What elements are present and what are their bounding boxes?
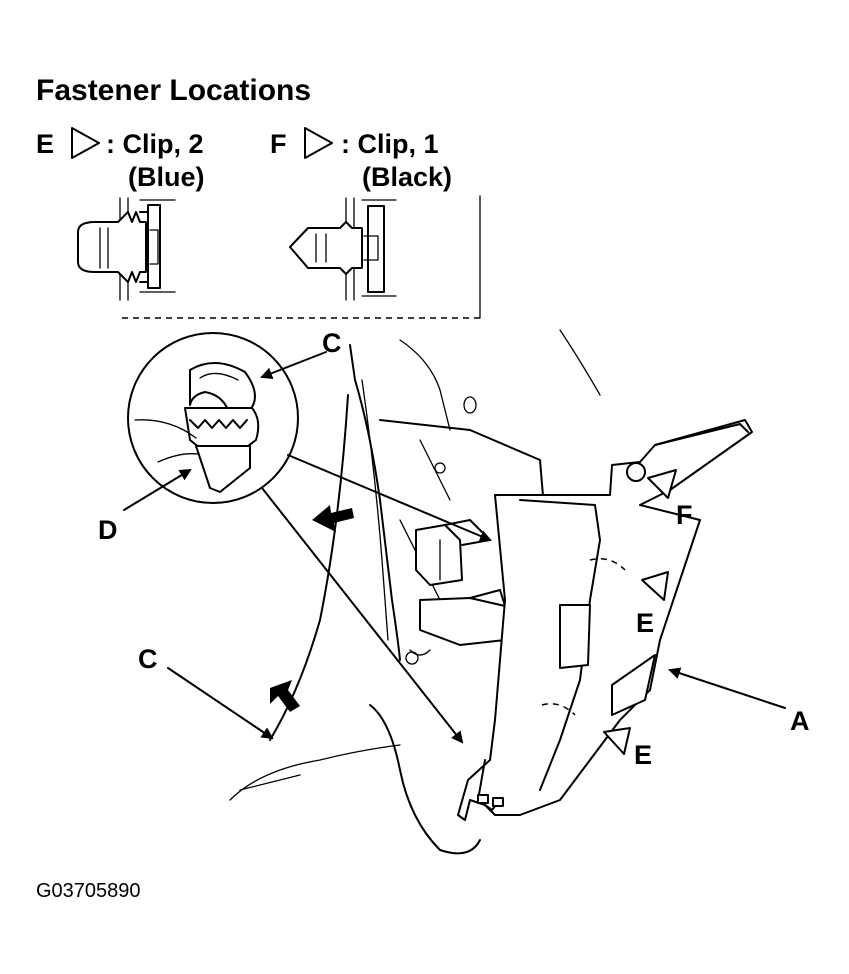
callout-f: F bbox=[676, 500, 693, 530]
diagram-title: Fastener Locations bbox=[36, 74, 311, 107]
clip-e-marker-lower-icon bbox=[603, 727, 631, 755]
direction-arrow-left bbox=[312, 505, 354, 532]
legend-e-triangle-icon bbox=[71, 127, 100, 159]
legend-e-color: (Blue) bbox=[128, 162, 205, 192]
clip-e-illustration bbox=[77, 197, 176, 301]
clip-f-marker-icon bbox=[647, 469, 677, 499]
callout-d: D bbox=[98, 515, 118, 545]
legend-f-letter: F bbox=[270, 129, 287, 159]
magnified-detail-circle bbox=[127, 332, 299, 504]
trim-panel-a bbox=[457, 419, 753, 821]
legend-f-triangle-icon bbox=[304, 127, 333, 159]
callout-a: A bbox=[790, 706, 810, 736]
leader-d bbox=[123, 468, 192, 511]
callout-e-upper: E bbox=[636, 608, 654, 638]
clip-e-marker-upper-icon bbox=[641, 571, 669, 601]
connector-assembly bbox=[415, 519, 506, 646]
clip-f-illustration bbox=[289, 197, 397, 301]
leader-panel-bottom bbox=[261, 487, 464, 744]
direction-arrow-up bbox=[270, 680, 300, 712]
leader-a bbox=[668, 667, 786, 709]
leader-c-top bbox=[260, 351, 327, 379]
legend-e-letter: E bbox=[36, 129, 54, 159]
callout-e-lower: E bbox=[634, 740, 652, 770]
callout-c-top: C bbox=[322, 328, 342, 358]
legend-f-text: : Clip, 1 bbox=[341, 129, 439, 159]
leader-c-bottom bbox=[167, 667, 274, 740]
leader-connector bbox=[287, 454, 492, 542]
figure-code: G03705890 bbox=[36, 880, 141, 902]
legend-e-text: : Clip, 2 bbox=[106, 129, 204, 159]
legend-f-color: (Black) bbox=[362, 162, 452, 192]
callout-c-bottom: C bbox=[138, 644, 158, 674]
